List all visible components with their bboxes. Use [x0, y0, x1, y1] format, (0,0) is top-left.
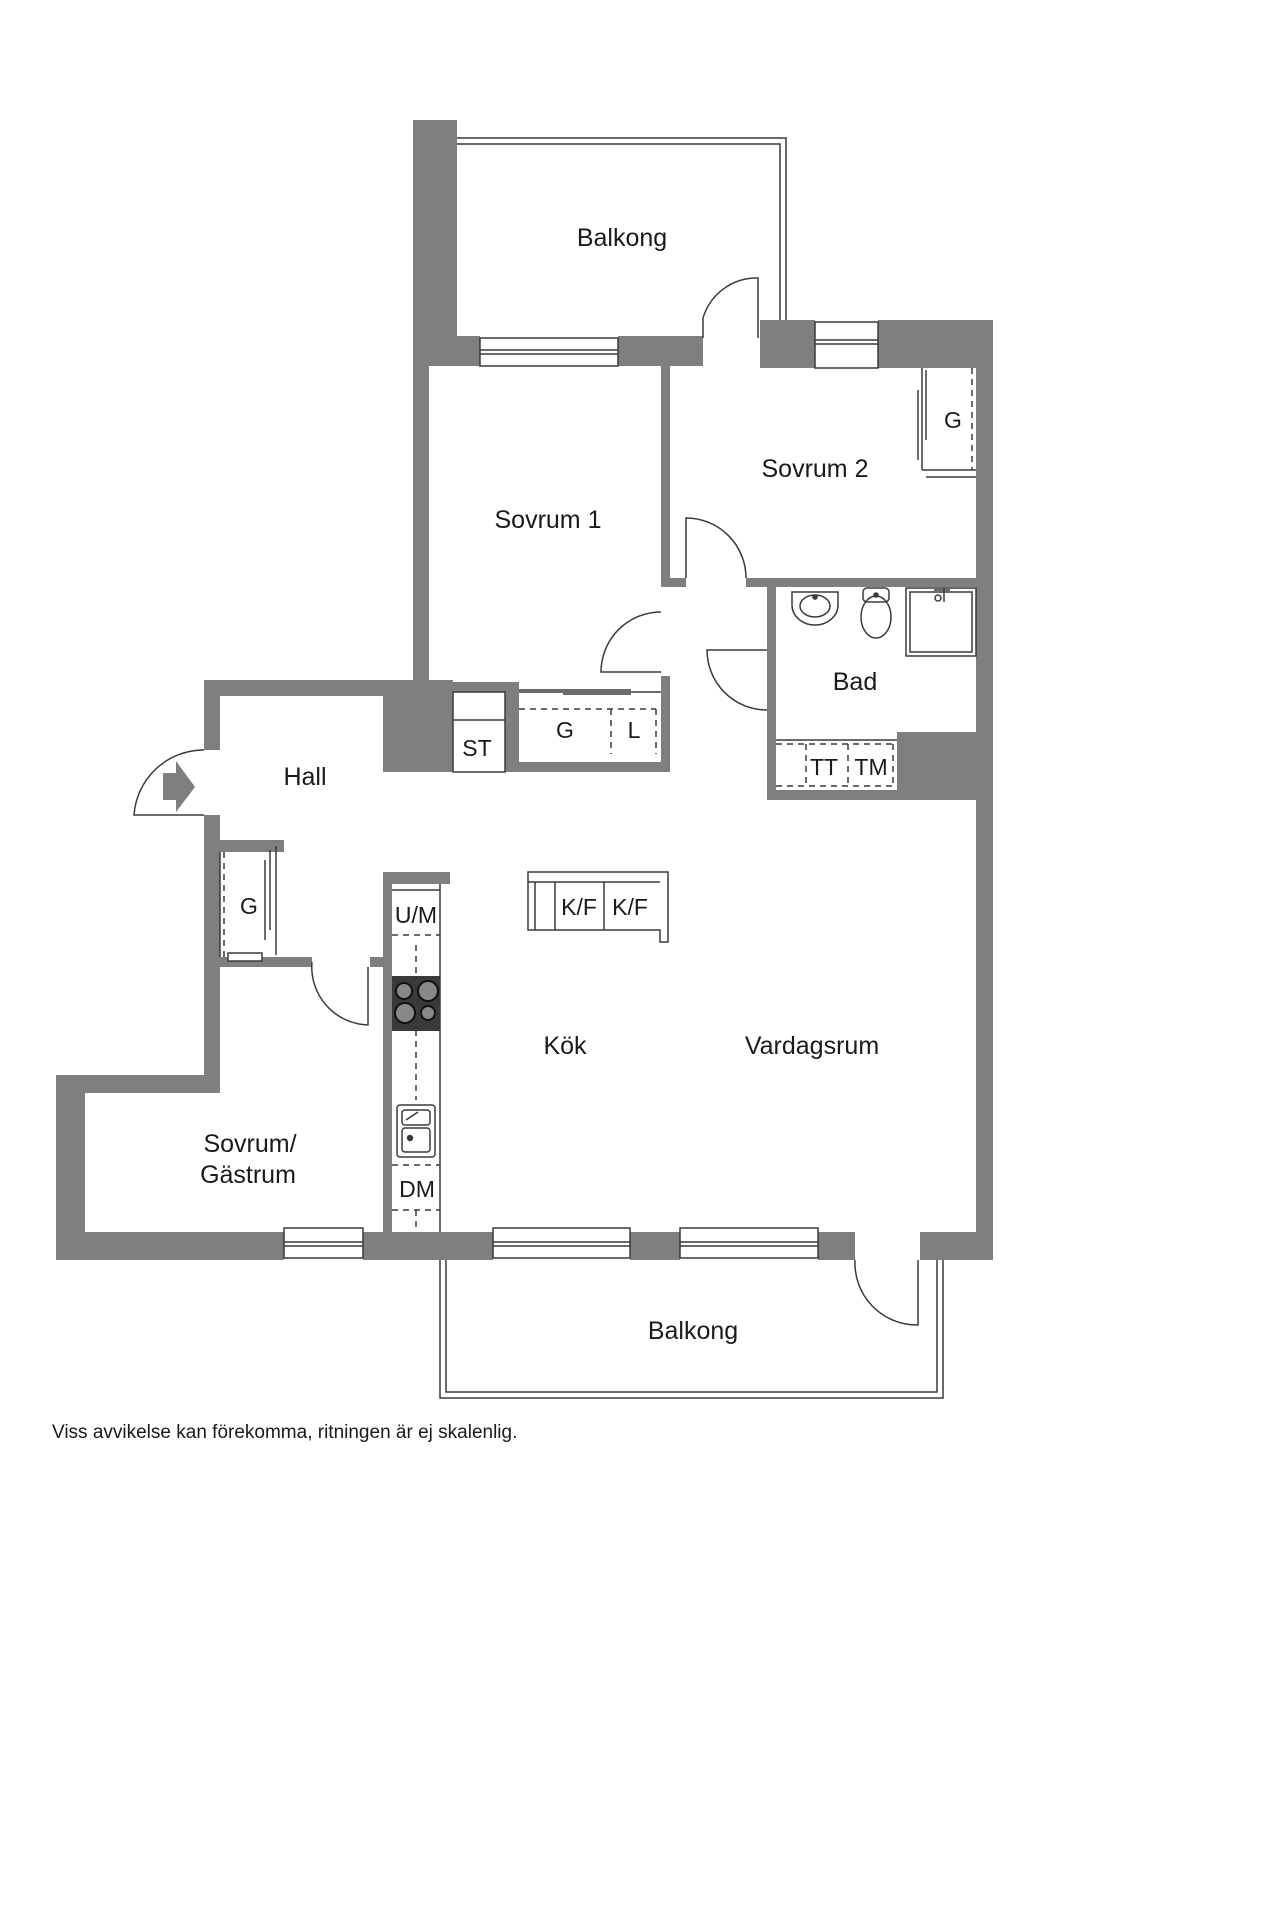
fixture-label-garderob-sovrum1: G: [556, 717, 574, 743]
fixture-label-garderob-hall: G: [240, 893, 258, 919]
kitchen-sink-icon: [396, 1104, 436, 1158]
room-label-hall: Hall: [283, 763, 326, 791]
fixture-label-ugn-mikro: U/M: [395, 902, 437, 928]
floor-plan: Balkong Sovrum 1 Sovrum 2 Bad Hall Kök V…: [56, 120, 993, 1399]
fixture-label-linneskap: L: [628, 717, 641, 743]
room-label-sovrum-gastrum-1: Sovrum/: [203, 1130, 296, 1158]
fixture-label-stadskap: ST: [462, 735, 491, 761]
room-label-bad: Bad: [833, 668, 877, 696]
wardrobe-outlines: [219, 368, 976, 1232]
fixture-label-torktumlare: TT: [810, 754, 838, 780]
room-label-sovrum-2: Sovrum 2: [762, 455, 869, 483]
doors: [133, 277, 919, 1326]
toilet-icon: [860, 587, 892, 639]
fixture-label-tvattmaskin: TM: [854, 754, 887, 780]
room-label-balkong-top: Balkong: [577, 224, 667, 252]
entrance-arrow-icon: [163, 761, 195, 812]
fixture-label-diskmaskin: DM: [399, 1176, 435, 1202]
balcony-bottom: [439, 1259, 944, 1399]
windows: [283, 321, 879, 1259]
walls: [56, 120, 993, 1260]
fixture-label-garderob-sovrum2: G: [944, 407, 962, 433]
stove-icon: [392, 976, 440, 1031]
room-label-sovrum-gastrum-2: Gästrum: [200, 1161, 296, 1189]
room-label-balkong-bottom: Balkong: [648, 1317, 738, 1345]
fixture-label-kyl-frys-1: K/F: [561, 894, 597, 920]
disclaimer-text: Viss avvikelse kan förekomma, ritningen …: [52, 1422, 518, 1443]
washbasin-icon: [791, 591, 839, 626]
shower-icon: [905, 587, 977, 657]
room-label-sovrum-1: Sovrum 1: [495, 506, 602, 534]
room-label-kok: Kök: [543, 1032, 587, 1060]
balcony-top: [457, 137, 787, 322]
fixture-label-kyl-frys-2: K/F: [612, 894, 648, 920]
room-label-vardagsrum: Vardagsrum: [745, 1032, 879, 1060]
